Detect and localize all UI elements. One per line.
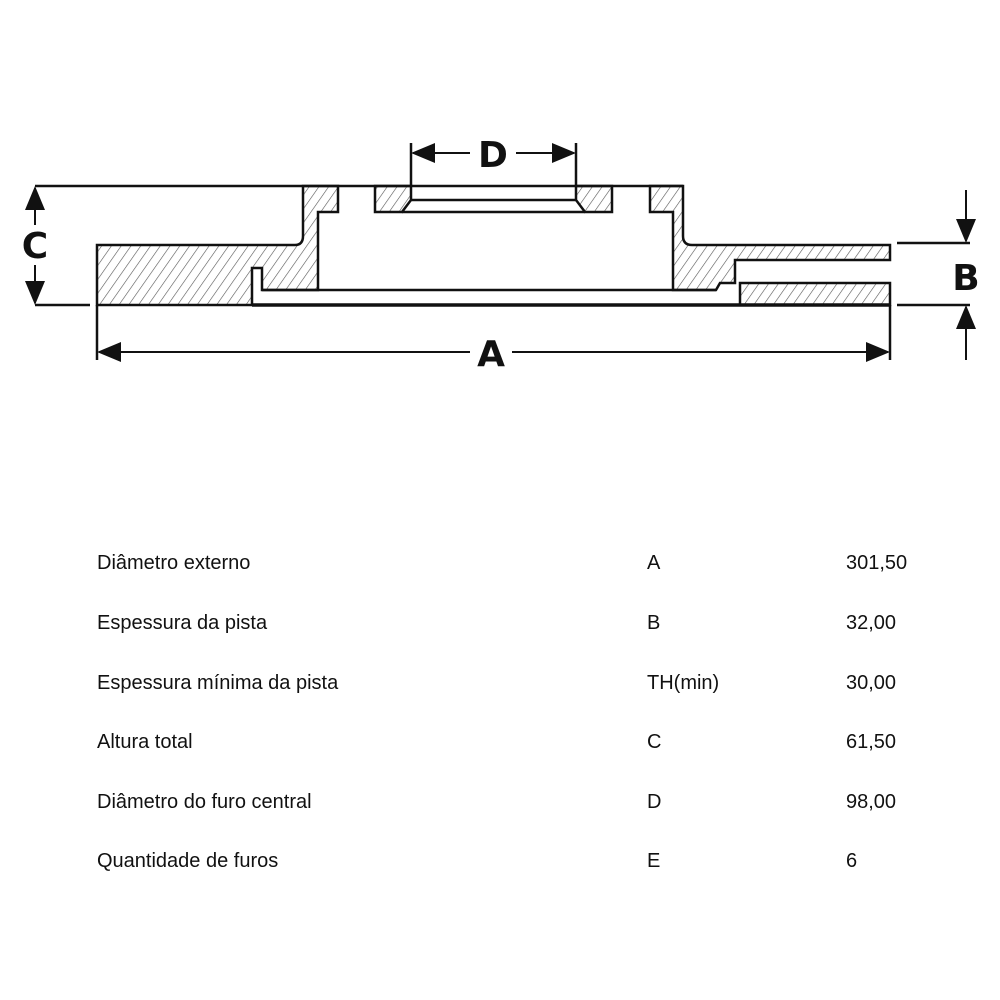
spec-code: C [647, 731, 662, 753]
dimension-arrows [25, 143, 976, 362]
spec-row: Altura total C 61,50 [97, 731, 957, 761]
spec-row: Espessura da pista B 32,00 [97, 612, 957, 642]
spec-code: E [647, 850, 661, 872]
label-d: D [478, 135, 508, 176]
spec-row: Diâmetro do furo central D 98,00 [97, 791, 957, 821]
label-c: C [22, 226, 48, 267]
spec-name: Espessura da pista [97, 612, 268, 634]
spec-value: 6 [846, 850, 858, 872]
spec-value: 30,00 [846, 672, 897, 694]
spec-value: 32,00 [846, 612, 897, 634]
spec-code: A [647, 552, 661, 574]
spec-name: Diâmetro externo [97, 552, 251, 574]
spec-row: Quantidade de furos E 6 [97, 850, 957, 880]
spec-name: Espessura mínima da pista [97, 672, 339, 694]
outlines [35, 143, 970, 360]
spec-name: Altura total [97, 731, 193, 753]
label-b: B [952, 258, 979, 299]
spec-value: 301,50 [846, 552, 908, 574]
brake-disc-drawing: D A C B [22, 135, 980, 375]
spec-row: Espessura mínima da pista TH(min) 30,00 [97, 672, 957, 702]
spec-code: D [647, 791, 662, 813]
spec-code: B [647, 612, 661, 634]
spec-row: Diâmetro externo A 301,50 [97, 552, 957, 582]
spec-value: 61,50 [846, 731, 897, 753]
spec-name: Quantidade de furos [97, 850, 279, 872]
disc-section [95, 184, 892, 307]
spec-code: TH(min) [647, 672, 720, 694]
spec-name: Diâmetro do furo central [97, 791, 312, 813]
spec-value: 98,00 [846, 791, 897, 813]
label-a: A [477, 334, 505, 375]
